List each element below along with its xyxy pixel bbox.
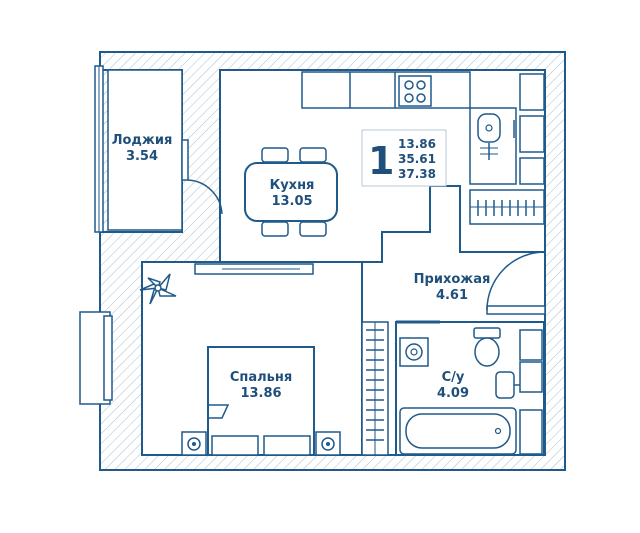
room-area-bathroom: 4.09 <box>437 386 469 401</box>
cabinet <box>519 73 545 111</box>
chair <box>299 147 327 163</box>
sink-bathroom-icon <box>495 371 520 399</box>
room-name-bathroom: С/у <box>442 370 465 385</box>
room-area-hallway: 4.61 <box>436 288 468 303</box>
chair <box>261 221 289 237</box>
entrance-door-frame <box>486 305 546 315</box>
stove-icon <box>398 75 432 107</box>
summary-total-living: 35.61 <box>398 152 436 166</box>
room-name-kitchen: Кухня <box>270 178 315 193</box>
room-name-hallway: Прихожая <box>414 272 491 287</box>
room-name-loggia: Лоджия <box>112 133 173 148</box>
pillow <box>211 435 259 456</box>
room-area-loggia: 3.54 <box>126 149 158 164</box>
summary-rooms: 1 <box>368 139 394 183</box>
sink-icon <box>477 113 501 143</box>
room-area-kitchen: 13.05 <box>271 194 312 209</box>
summary-total: 37.38 <box>398 167 436 181</box>
loggia-floor <box>107 69 183 231</box>
bathtub-icon <box>399 407 517 455</box>
kitchen-sink-counter <box>469 107 517 185</box>
pillow <box>263 435 311 456</box>
door-swing <box>187 179 223 215</box>
bathroom-cabinet <box>519 361 543 393</box>
kitchen-counter <box>301 71 471 109</box>
summary-living: 13.86 <box>398 137 436 151</box>
chair <box>299 221 327 237</box>
bathroom-cabinet <box>519 329 543 361</box>
summary-box: 1 13.86 35.61 37.38 <box>361 129 447 187</box>
toilet-icon <box>473 327 501 367</box>
chair <box>261 147 289 163</box>
bathroom-cabinet <box>519 409 543 455</box>
entrance-door-swing <box>486 251 546 311</box>
cabinet <box>519 157 545 185</box>
plant-icon <box>139 273 177 305</box>
loggia-door-frame <box>181 139 189 181</box>
room-name-bedroom: Спальня <box>230 370 292 385</box>
cabinet <box>519 115 545 153</box>
dining-table <box>244 162 338 222</box>
room-area-bedroom: 13.86 <box>240 386 281 401</box>
washing-machine-icon <box>399 337 429 367</box>
